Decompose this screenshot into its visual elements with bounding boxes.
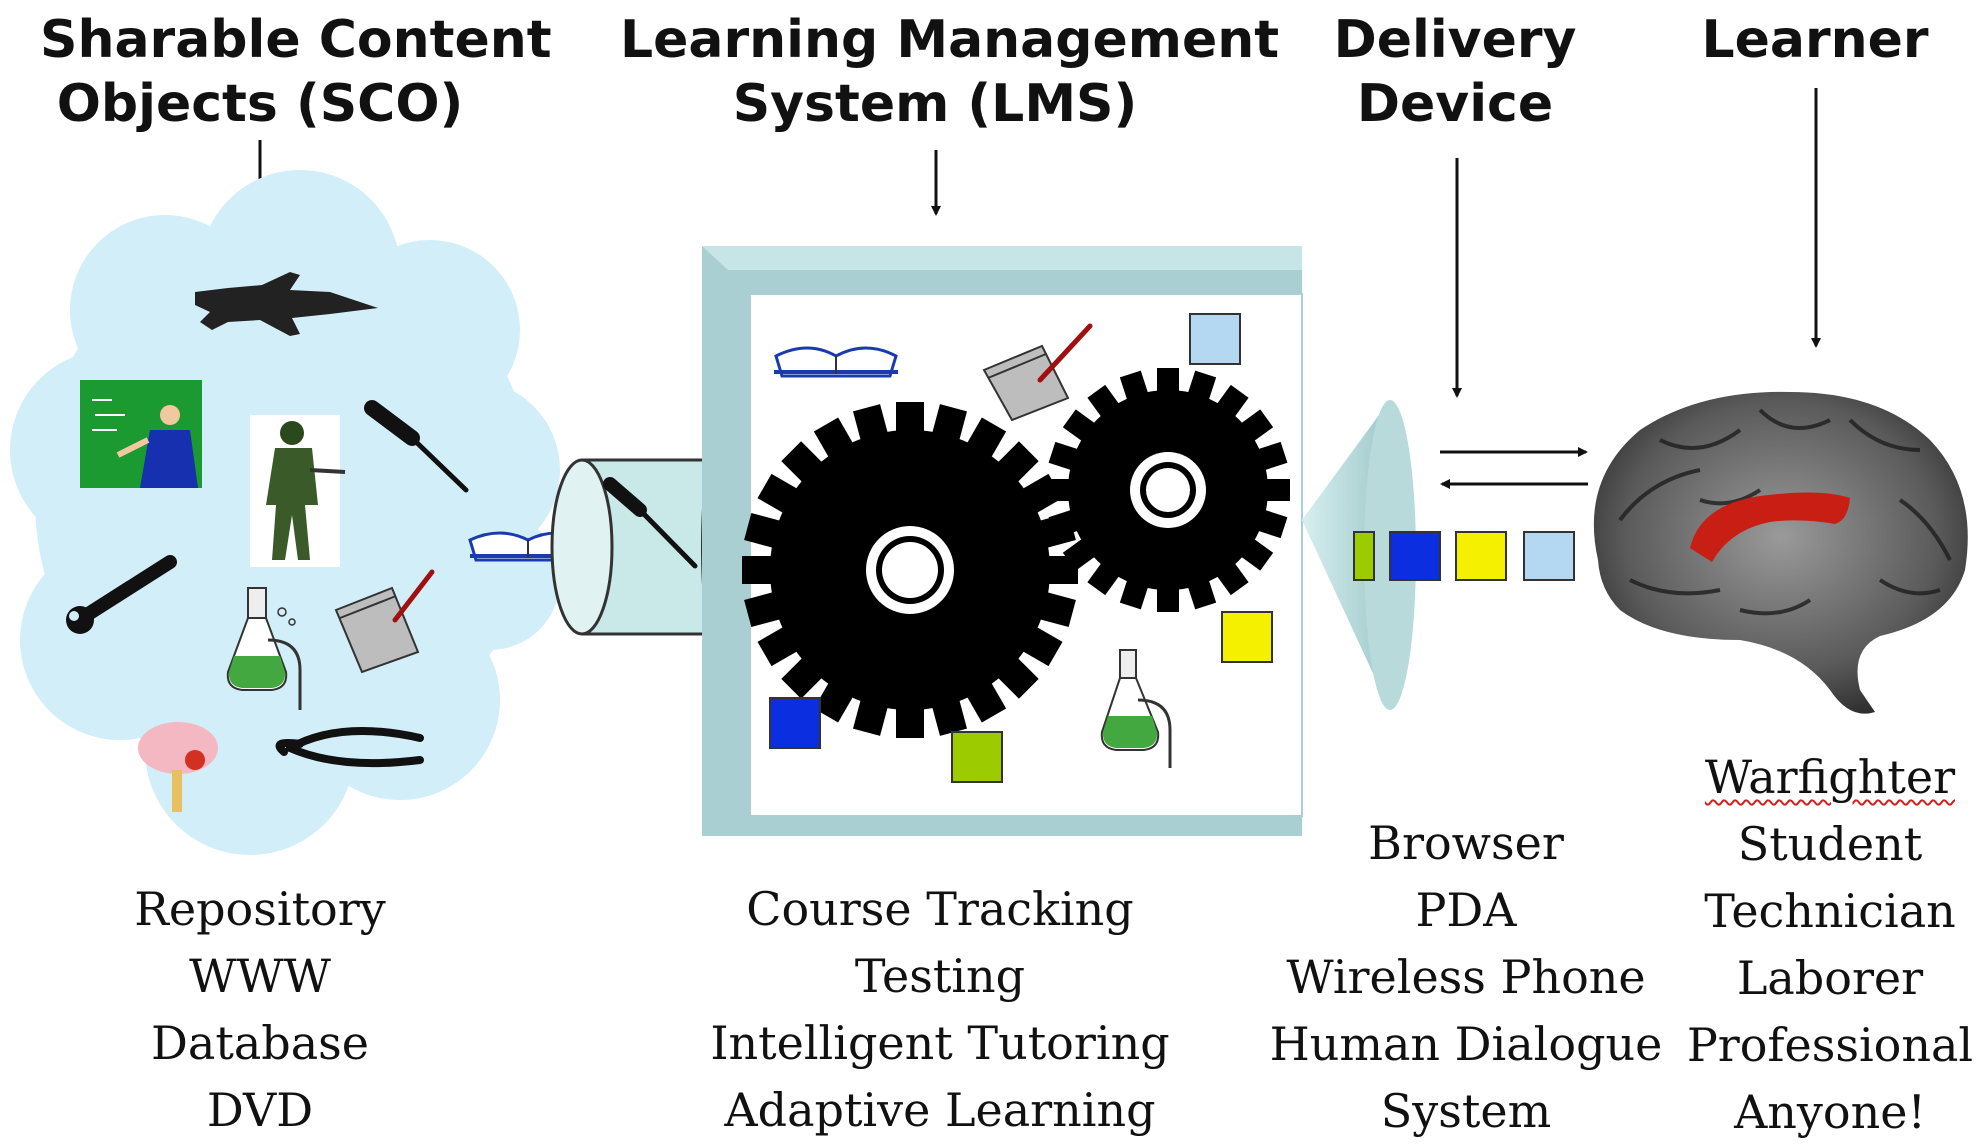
brain-side-icon xyxy=(1593,391,1968,714)
brain-icon xyxy=(138,722,218,812)
list-learner-item: Student xyxy=(1737,817,1923,871)
lms-light-blue-block xyxy=(1189,313,1241,365)
input-cylinder xyxy=(550,458,723,636)
list-sco-item: Database xyxy=(151,1016,369,1070)
list-lms: Course Tracking Testing Intelligent Tuto… xyxy=(690,876,1190,1144)
header-sco: Sharable Content Objects (SCO) xyxy=(40,8,552,136)
list-sco-item: WWW xyxy=(189,949,331,1003)
lms-notepad-icon xyxy=(982,323,1093,422)
list-learner-item: Technician xyxy=(1704,884,1956,938)
list-sco-item: Repository xyxy=(134,882,386,936)
lms-book-icon xyxy=(774,346,898,378)
lms-blue-block xyxy=(769,697,821,749)
list-delivery: Browser PDA Wireless Phone Human Dialogu… xyxy=(1256,810,1676,1145)
list-delivery-item: Browser xyxy=(1368,816,1564,870)
small-gear-icon xyxy=(1046,368,1290,612)
list-learner: Warfighter Student Technician Laborer Pr… xyxy=(1680,744,1980,1146)
flask-icon xyxy=(226,587,302,710)
list-learner-item: Laborer xyxy=(1736,951,1924,1005)
list-sco-item: DVD xyxy=(206,1083,314,1137)
delivery-yellow-block xyxy=(1455,531,1507,581)
header-lms-line1: Learning Management xyxy=(620,10,1280,70)
list-delivery-item: Human Dialogue xyxy=(1269,1017,1663,1071)
delivery-blue-block xyxy=(1389,531,1441,581)
lms-flask-icon xyxy=(1100,649,1172,768)
list-learner-item: Professional xyxy=(1686,1018,1974,1072)
wrench-icon xyxy=(66,555,177,634)
header-learner: Learner xyxy=(1660,8,1970,72)
list-lms-item: Testing xyxy=(854,949,1026,1003)
delivery-green-block xyxy=(1353,531,1375,581)
list-delivery-item: System xyxy=(1380,1084,1552,1138)
header-delivery: Delivery Device xyxy=(1300,8,1610,136)
list-delivery-item: Wireless Phone xyxy=(1286,950,1646,1004)
header-sco-line1: Sharable Content xyxy=(40,10,552,70)
header-sco-line2: Objects (SCO) xyxy=(56,74,464,134)
list-delivery-item: PDA xyxy=(1415,883,1517,937)
header-learner-line1: Learner xyxy=(1701,10,1929,70)
header-lms: Learning Management System (LMS) xyxy=(620,8,1280,136)
teacher-icon xyxy=(80,380,202,488)
notepad-icon xyxy=(334,569,435,674)
list-lms-item: Course Tracking xyxy=(746,882,1134,936)
list-lms-item: Intelligent Tutoring xyxy=(710,1016,1170,1070)
delivery-light-blue-block xyxy=(1523,531,1575,581)
list-sco: Repository WWW Database DVD xyxy=(60,876,460,1144)
soldier-icon xyxy=(250,415,346,567)
pliers-icon xyxy=(275,726,424,768)
list-learner-item: Anyone! xyxy=(1734,1085,1926,1139)
header-delivery-line2: Device xyxy=(1356,74,1554,134)
list-lms-item: Adaptive Learning xyxy=(724,1083,1156,1137)
large-gear-icon xyxy=(742,402,1078,738)
list-learner-item: Warfighter xyxy=(1704,750,1956,804)
lms-green-block xyxy=(951,731,1003,783)
screwdriver-icon xyxy=(364,400,469,493)
fighter-jet-icon xyxy=(195,272,378,336)
lms-yellow-block xyxy=(1221,611,1273,663)
header-delivery-line1: Delivery xyxy=(1333,10,1577,70)
header-lms-line2: System (LMS) xyxy=(732,74,1138,134)
